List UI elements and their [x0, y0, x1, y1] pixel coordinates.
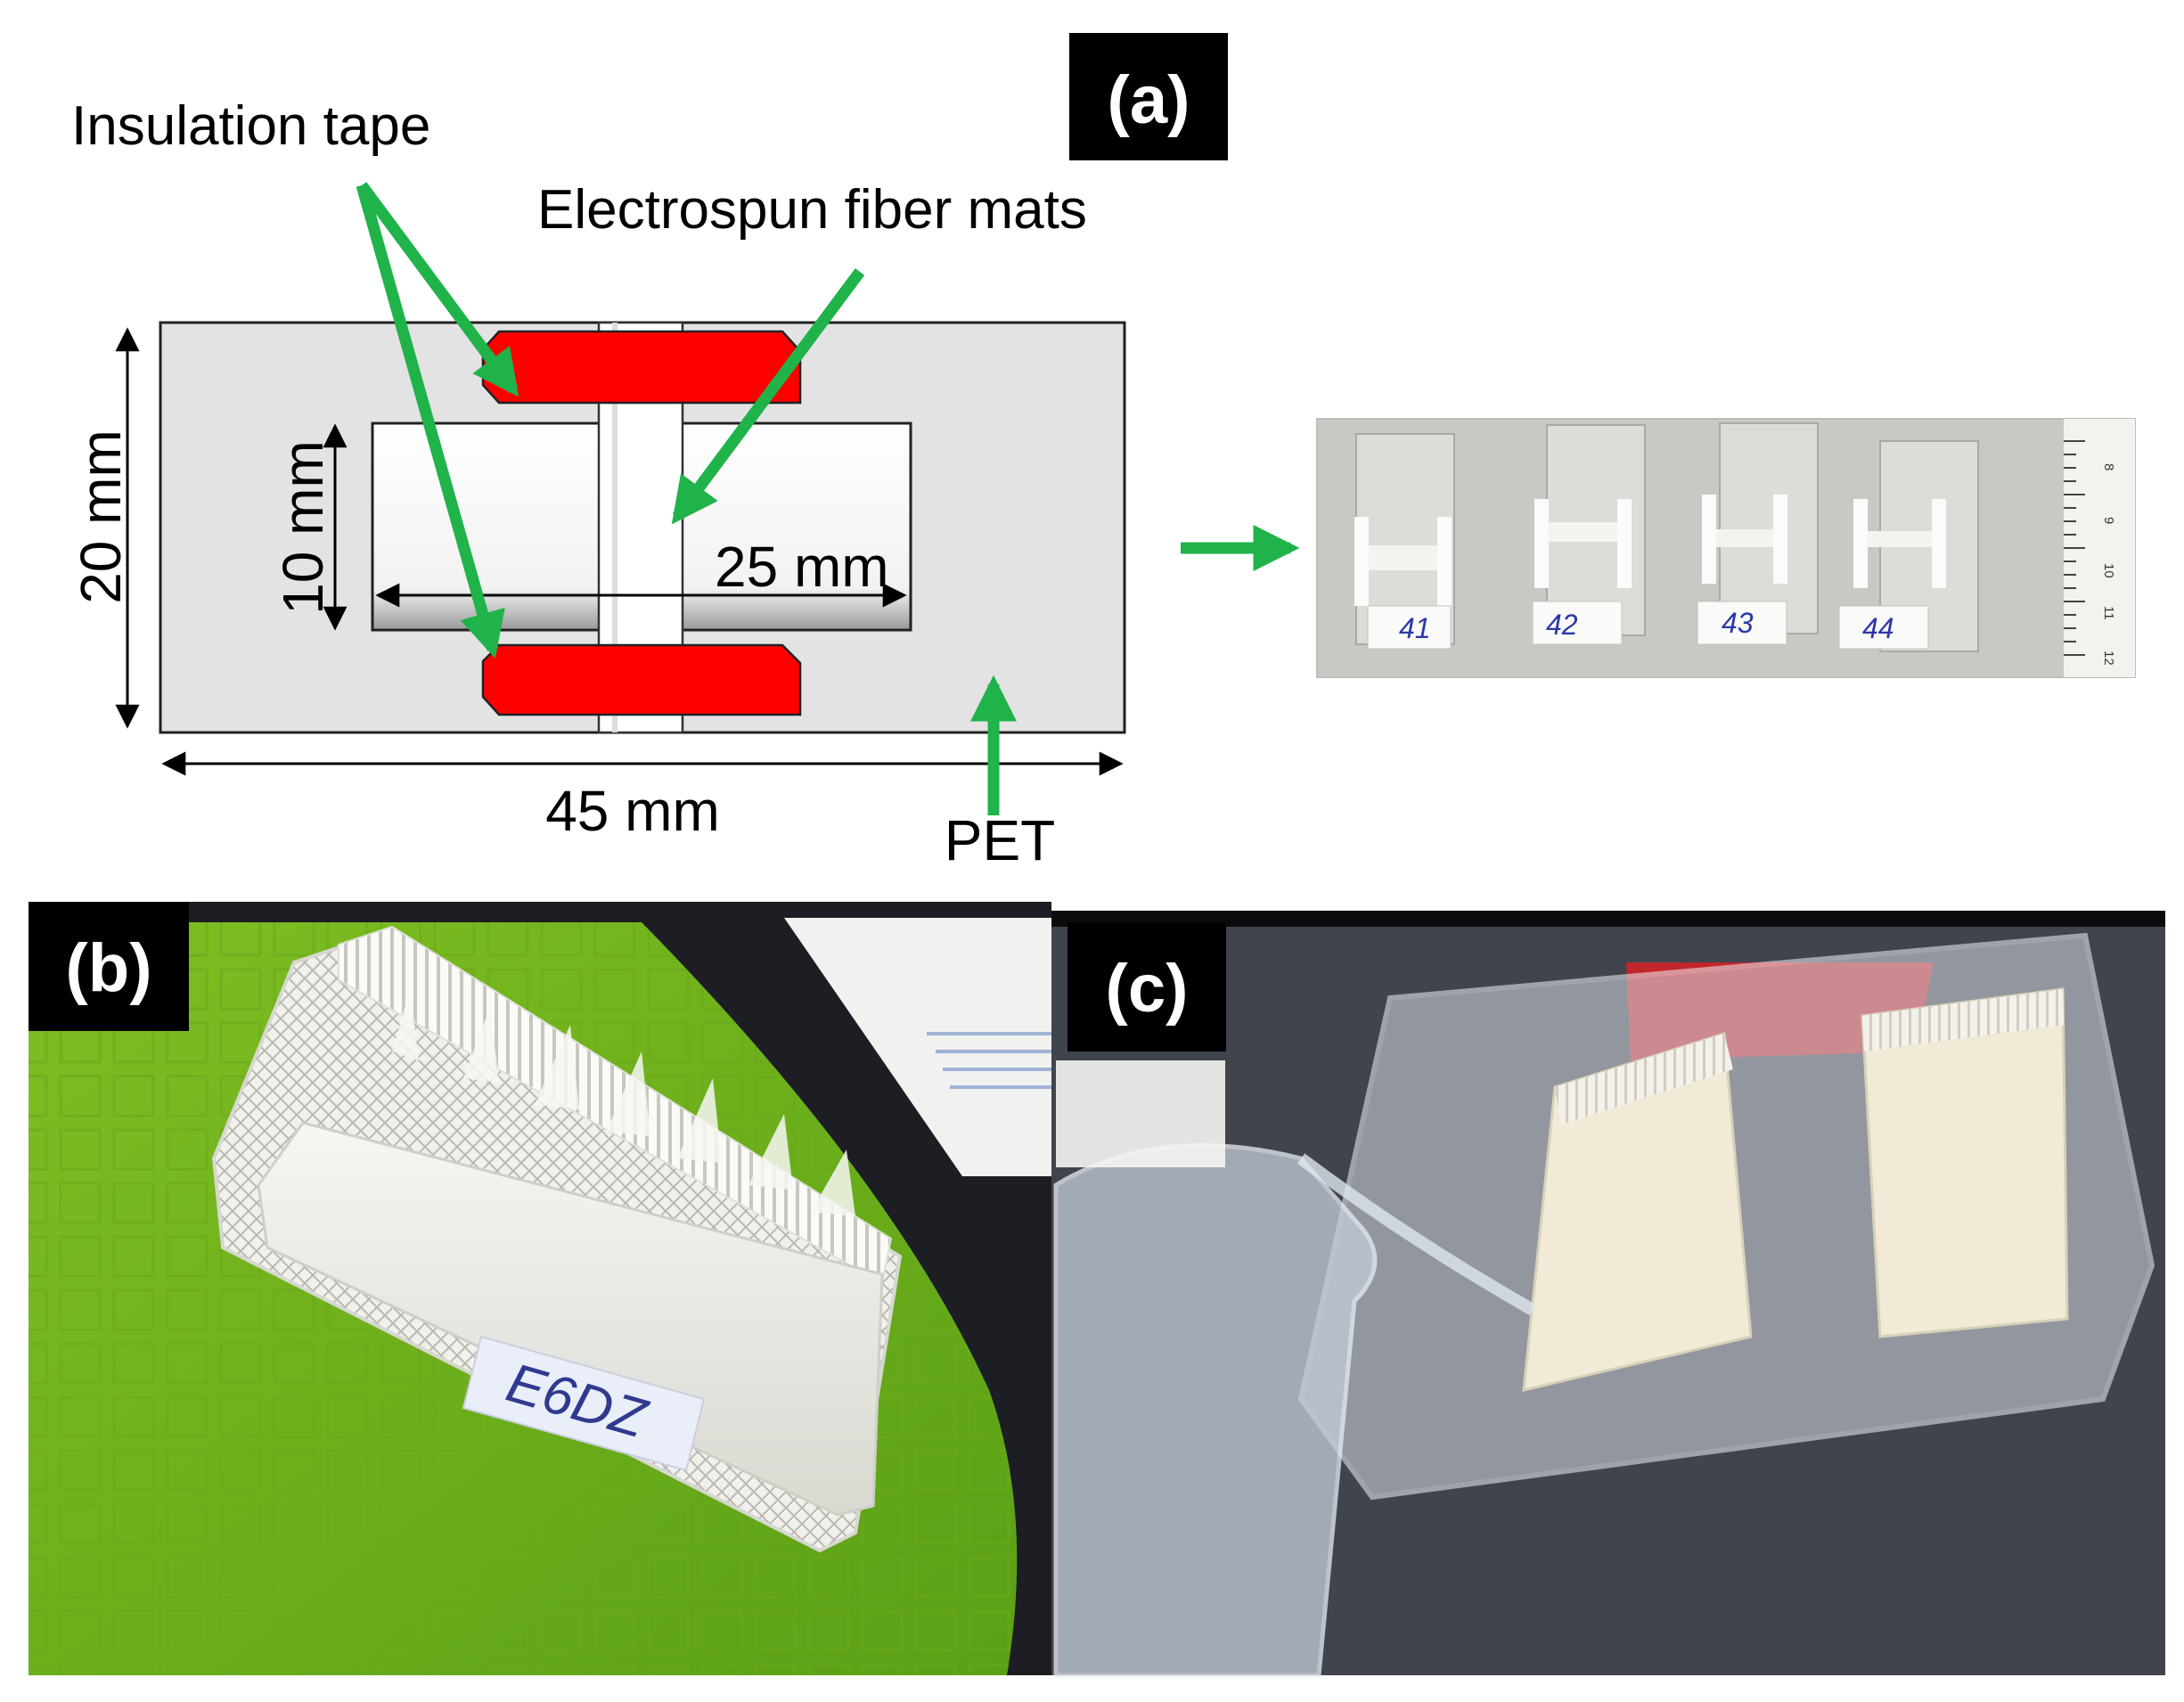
- slides: [392, 989, 855, 1216]
- panel-a-tag-box: [1069, 33, 1228, 160]
- rack-right-comb: [1862, 989, 2064, 1051]
- rack-comb: [338, 925, 893, 1285]
- dim-25mm-label: 25 mm: [715, 535, 889, 599]
- pet-label: PET: [945, 808, 1055, 872]
- bottle: [1056, 1060, 1225, 1167]
- sample-41: 41: [1354, 433, 1455, 650]
- panel-a: (a) Insulation tape Electrospun fiber ma…: [69, 33, 2136, 872]
- dim-10mm-label: 10 mm: [271, 440, 335, 615]
- sample-43: 43: [1697, 422, 1819, 645]
- rack-body: [257, 1121, 884, 1517]
- sample-44-label: 44: [1862, 612, 1894, 644]
- sample-42-label: 42: [1546, 609, 1578, 641]
- sample-41-label: 41: [1399, 612, 1431, 644]
- ruler-tick-2: 9: [2101, 517, 2116, 524]
- panel-b-tag: (b): [65, 930, 151, 1006]
- sample-42: 42: [1532, 424, 1646, 645]
- panel-b: E6DZ (b): [29, 902, 1051, 1675]
- sample-44: 44: [1838, 440, 1979, 652]
- glass-beaker: [1053, 1143, 1378, 1678]
- insulation-tape-label: Insulation tape: [71, 95, 430, 157]
- fiber-mats-label: Electrospun fiber mats: [537, 179, 1087, 241]
- rack-left-comb: [1555, 1034, 1733, 1125]
- panel-b-tag-box: [29, 902, 189, 1031]
- panel-a-tag: (a): [1108, 62, 1190, 138]
- dim-45mm-label: 45 mm: [545, 779, 720, 843]
- panel-c-tag: (c): [1106, 951, 1189, 1027]
- insulation-tape-top: [481, 330, 802, 405]
- ruler-tick-4: 11: [2101, 606, 2116, 620]
- dim-20mm-label: 20 mm: [69, 430, 133, 604]
- rack-left: [1522, 1032, 1753, 1392]
- ruler-tick-1: 8: [2101, 463, 2116, 471]
- panel-c-tag-box: [1067, 922, 1226, 1051]
- sample-43-label: 43: [1722, 607, 1754, 639]
- ruler-tick-5: 12: [2101, 651, 2116, 666]
- ruler-tick-3: 10: [2101, 563, 2116, 578]
- panel-c: (c): [1051, 911, 2165, 1678]
- paper-sheet: [784, 918, 1051, 1176]
- rack-label-paper: [462, 1335, 706, 1472]
- sample-photo: 8 9 10 11 12 41 42: [1316, 418, 2136, 678]
- callout-arrows: [356, 182, 1300, 815]
- insulation-tape-bottom: [481, 643, 802, 716]
